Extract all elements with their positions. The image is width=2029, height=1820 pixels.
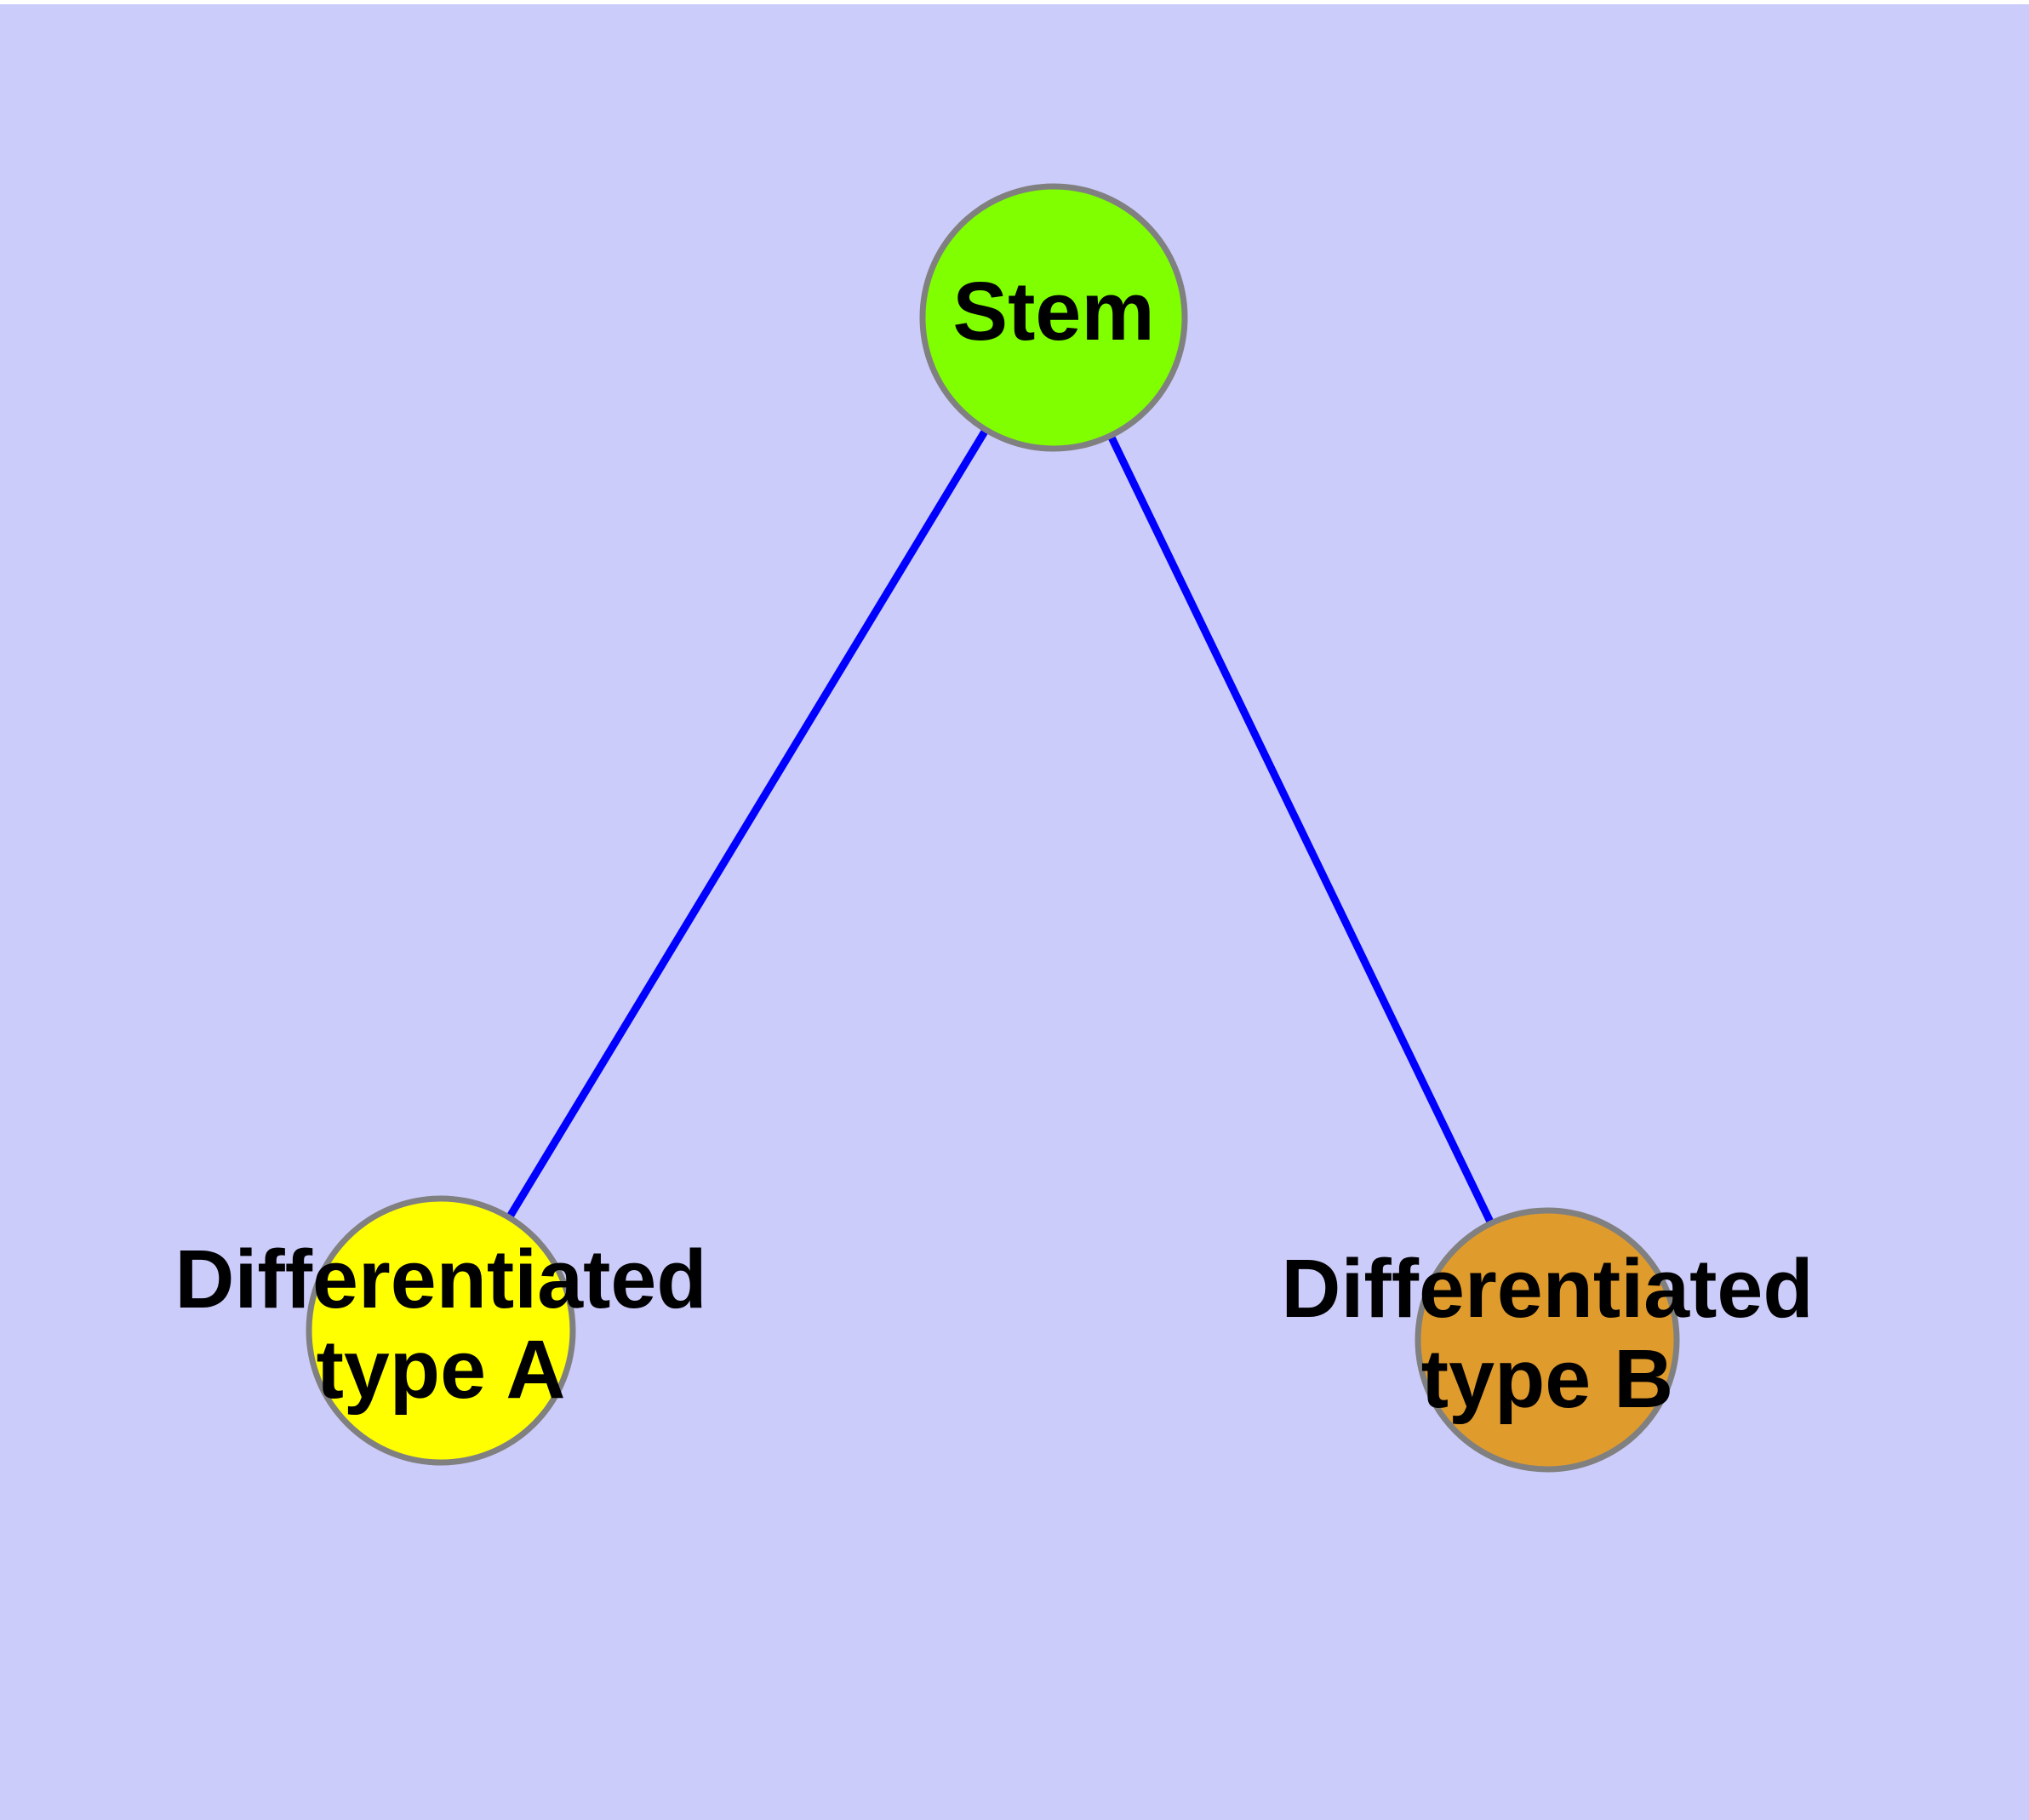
graph-node-label-line: Differentiated xyxy=(1281,1242,1813,1335)
edges-layer xyxy=(504,425,1496,1228)
graph-edge-stem-to-diff-b[interactable] xyxy=(1106,431,1496,1228)
graph-edge-stem-to-diff-a[interactable] xyxy=(504,425,992,1223)
graph-node-label-line: type B xyxy=(1421,1331,1673,1424)
nodes-layer xyxy=(306,183,1680,1473)
graph-node-label-line: Differentiated xyxy=(174,1233,706,1325)
graph-node-diff-b[interactable] xyxy=(1415,1207,1680,1473)
graph-node-label-line: type A xyxy=(317,1322,566,1415)
graph-node-label-stem: Stem xyxy=(952,265,1154,358)
graph-node-stem[interactable] xyxy=(919,183,1188,452)
graph-node-label-line: Stem xyxy=(952,265,1154,358)
graph-node-diff-a[interactable] xyxy=(306,1195,576,1466)
